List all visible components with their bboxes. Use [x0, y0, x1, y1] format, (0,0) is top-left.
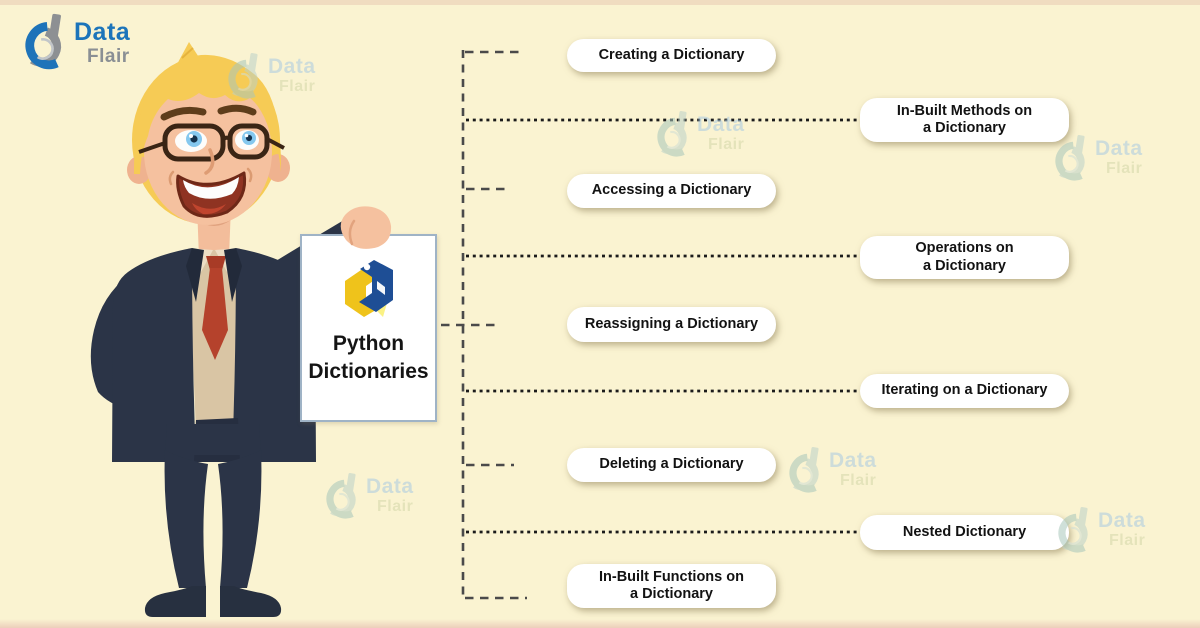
jacket [112, 248, 196, 462]
brand-name-flair: Flair [87, 46, 130, 67]
topic-box-inbuilt-functions: In-Built Functions on a Dictionary [567, 564, 776, 608]
topic-box-deleting: Deleting a Dictionary [567, 448, 776, 482]
right-shoe [220, 586, 282, 617]
hair [133, 54, 282, 174]
sign-title-line1: Python [332, 332, 405, 355]
dataflair-watermark-icon [1049, 506, 1095, 556]
dataflair-brand: Data Flair [14, 12, 130, 74]
dataflair-watermark-icon [317, 472, 363, 522]
dataflair-watermark-icon [1046, 134, 1092, 184]
topic-box-accessing: Accessing a Dictionary [567, 174, 776, 208]
right-eyebrow [217, 104, 257, 116]
python-dictionary-logo-icon [344, 260, 393, 317]
dataflair-watermark-icon [219, 52, 265, 102]
dataflair-logo-icon [14, 12, 70, 74]
topic-box-reassigning: Reassigning a Dictionary [567, 307, 776, 342]
mouth [168, 167, 253, 218]
topic-box-inbuilt-methods: In-Built Methods on a Dictionary [860, 98, 1069, 142]
dataflair-watermark-icon [780, 446, 826, 496]
tie [202, 268, 228, 360]
brand-name-data: Data [74, 18, 131, 46]
dataflair-watermark-icon [648, 110, 694, 160]
topic-box-operations: Operations on a Dictionary [860, 236, 1069, 279]
top-edge-tint [0, 0, 1200, 5]
sign-title-line2: Dictionaries [308, 359, 429, 383]
bottom-edge-tint [0, 619, 1200, 628]
presenter-head [127, 42, 290, 225]
left-eyebrow [160, 106, 207, 121]
glasses [138, 123, 285, 162]
presenter-body [90, 205, 370, 617]
topic-box-nested: Nested Dictionary [860, 515, 1069, 550]
topic-box-iterating: Iterating on a Dictionary [860, 374, 1069, 408]
nose [204, 148, 215, 175]
topic-box-creating: Creating a Dictionary [567, 39, 776, 72]
left-shoe [144, 586, 206, 617]
